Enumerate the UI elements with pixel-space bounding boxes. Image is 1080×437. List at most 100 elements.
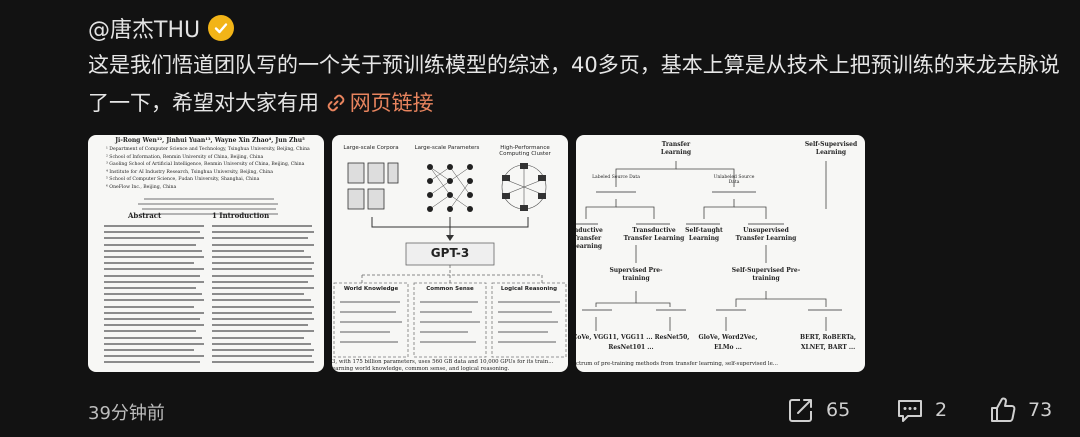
text-line <box>104 280 204 283</box>
post-text: 这是我们悟道团队写的一个关于预训练模型的综述，40多页，基本上算是从技术上把预训… <box>88 46 1063 122</box>
share-count: 65 <box>826 399 851 421</box>
text-line <box>212 299 311 302</box>
node-supervised-pretraining: Supervised Pre-training <box>609 267 663 282</box>
share-icon <box>789 399 812 422</box>
text-line <box>104 318 200 320</box>
text-line <box>212 256 311 258</box>
taxonomy-graphic <box>576 161 842 331</box>
paper-authors: Ji-Rong Wen¹², Jinhui Yuan¹³, Wayne Xin … <box>115 137 305 144</box>
text-line <box>212 293 304 296</box>
text-line <box>212 361 314 364</box>
text-line <box>104 355 204 358</box>
text-line <box>212 231 314 234</box>
post-time: 39分钟前 <box>88 403 165 424</box>
model-name: GPT-3 <box>430 246 470 260</box>
text-line <box>104 243 196 246</box>
text-line <box>212 349 314 351</box>
node-transfer-learning: Transfer Learning <box>660 141 692 156</box>
text-line <box>212 225 312 227</box>
text-line <box>104 249 202 252</box>
text-line <box>212 336 304 339</box>
text-line <box>104 231 200 234</box>
node-selfsup-pretraining: Self-Supervised Pre-training <box>731 267 801 282</box>
node-self-taught: Self-taught Learning <box>685 227 723 242</box>
taxonomy-caption: ctrum of pre-training methods from trans… <box>576 361 778 367</box>
label-corpora: Large-scale Corpora <box>343 145 399 151</box>
text-line <box>212 287 314 289</box>
label-world-knowledge: World Knowledge <box>343 286 399 292</box>
leaf-word-embeddings: GloVe, Word2Vec, ELMo ... <box>698 334 758 351</box>
text-line <box>104 293 202 296</box>
comment-count: 2 <box>935 399 948 421</box>
text-line <box>212 280 308 283</box>
image-taxonomy-tree[interactable]: Transfer Learning Self-Supervised Learni… <box>576 135 865 372</box>
text-line <box>104 299 204 302</box>
text-line <box>104 268 204 271</box>
comment-button[interactable]: 2 <box>895 395 947 425</box>
text-line <box>212 305 314 308</box>
text-line <box>104 305 194 308</box>
text-line <box>212 324 308 327</box>
affil-line: ¹ Department of Computer Science and Tec… <box>106 147 310 152</box>
node-labeled-source: Labeled Source Data <box>592 175 640 180</box>
label-logical-reasoning: Logical Reasoning <box>500 286 558 292</box>
label-parameters: Large-scale Parameters <box>414 145 480 151</box>
text-line <box>212 311 312 314</box>
author-line: @唐杰THU <box>88 10 235 46</box>
text-line <box>104 262 194 265</box>
text-line <box>104 237 204 240</box>
abstract-title: Abstract <box>128 211 162 220</box>
text-line <box>212 262 314 265</box>
text-line <box>212 342 311 345</box>
text-line <box>104 225 204 227</box>
author-name[interactable]: @唐杰THU <box>88 18 201 43</box>
node-unsupervised-transfer: Unsupervised Transfer Learning <box>735 227 797 242</box>
verified-badge-icon <box>208 15 235 41</box>
text-line <box>212 268 312 271</box>
image-gpt3-diagram[interactable]: Large-scale Corpora Large-scale Paramete… <box>332 135 568 372</box>
text-line <box>104 361 200 364</box>
affil-line: ⁵ School of Computer Science, Fudan Univ… <box>106 177 260 183</box>
text-line <box>212 237 308 240</box>
text-line <box>104 342 204 345</box>
intro-title: 1 Introduction <box>212 211 270 220</box>
text-line <box>104 324 204 327</box>
text-line <box>212 330 314 333</box>
node-inductive: Inductive Transfer Learning <box>576 227 603 250</box>
node-self-supervised: Self-Supervised Learning <box>804 141 858 156</box>
link-icon <box>327 94 345 112</box>
text-line <box>212 249 304 252</box>
affil-line: ⁶ OneFlow Inc., Beijing, China <box>106 184 177 190</box>
affil-line: ⁴ Institute for AI Industry Research, Ts… <box>106 169 273 175</box>
text-line <box>104 349 194 351</box>
text-line <box>104 287 196 289</box>
post-footer: 39分钟前 65 2 73 <box>0 393 1080 429</box>
like-count: 73 <box>1028 399 1053 421</box>
like-button[interactable]: 73 <box>988 395 1052 425</box>
text-line <box>104 256 204 258</box>
node-unlabeled-source: Unlabeled Source Data <box>713 175 755 185</box>
web-link-label: 网页链接 <box>349 91 434 115</box>
text-line <box>212 243 314 246</box>
node-transductive: Transductive Transfer Learning <box>623 227 685 242</box>
paper-affiliations: ¹ Department of Computer Science and Tec… <box>106 146 311 192</box>
label-hpc: High-Performance Computing Cluster <box>499 145 551 157</box>
thumbs-up-icon <box>991 397 1016 422</box>
image-paper-page[interactable]: Ji-Rong Wen¹², Jinhui Yuan¹³, Wayne Xin … <box>88 135 324 372</box>
diagram-caption: 3, with 175 billion parameters, uses 560… <box>332 359 554 372</box>
label-common-sense: Common Sense <box>426 286 474 292</box>
affil-line: ³ Gaoling School of Artificial Intellige… <box>106 162 305 168</box>
leaf-pretrained-lms: BERT, RoBERTa, XLNET, BART ... <box>800 334 856 351</box>
share-button[interactable]: 65 <box>786 395 850 425</box>
comment-icon <box>898 400 922 422</box>
text-line <box>104 330 196 333</box>
web-link[interactable]: 网页链接 <box>326 91 434 115</box>
leaf-supervised-models: CoVe, VGG11, VGG11 ... ResNet50, ResNet1… <box>576 334 690 351</box>
text-line <box>104 274 200 277</box>
text-line <box>104 311 204 314</box>
text-line <box>104 336 202 339</box>
gpt3-diagram-graphic <box>333 162 567 358</box>
text-line <box>212 355 312 358</box>
text-line <box>212 274 314 277</box>
affil-line: ² School of Information, Renmin Universi… <box>106 154 264 160</box>
